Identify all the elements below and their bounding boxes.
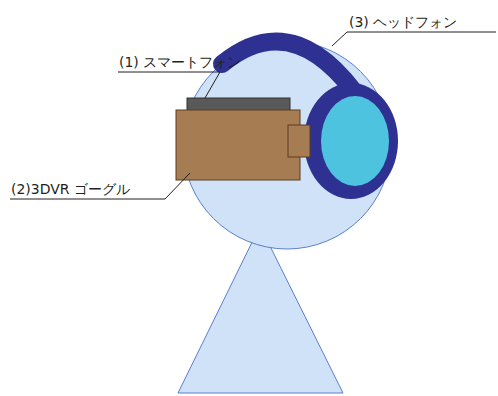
goggle-strap xyxy=(288,125,310,157)
headphone-pad xyxy=(321,96,389,186)
callout-label: (2)3DVR ゴーグル xyxy=(11,181,130,197)
body-shape xyxy=(178,226,343,393)
headphone-cup xyxy=(304,83,398,199)
leader-line xyxy=(118,72,220,98)
callout-label: (3) ヘッドフォン xyxy=(349,14,457,30)
leader-line xyxy=(10,173,190,199)
callout-label: (1) スマートフォン xyxy=(119,54,241,70)
smartphone-shape xyxy=(187,98,290,111)
goggle-shape xyxy=(176,110,300,180)
leader-line xyxy=(332,32,496,46)
